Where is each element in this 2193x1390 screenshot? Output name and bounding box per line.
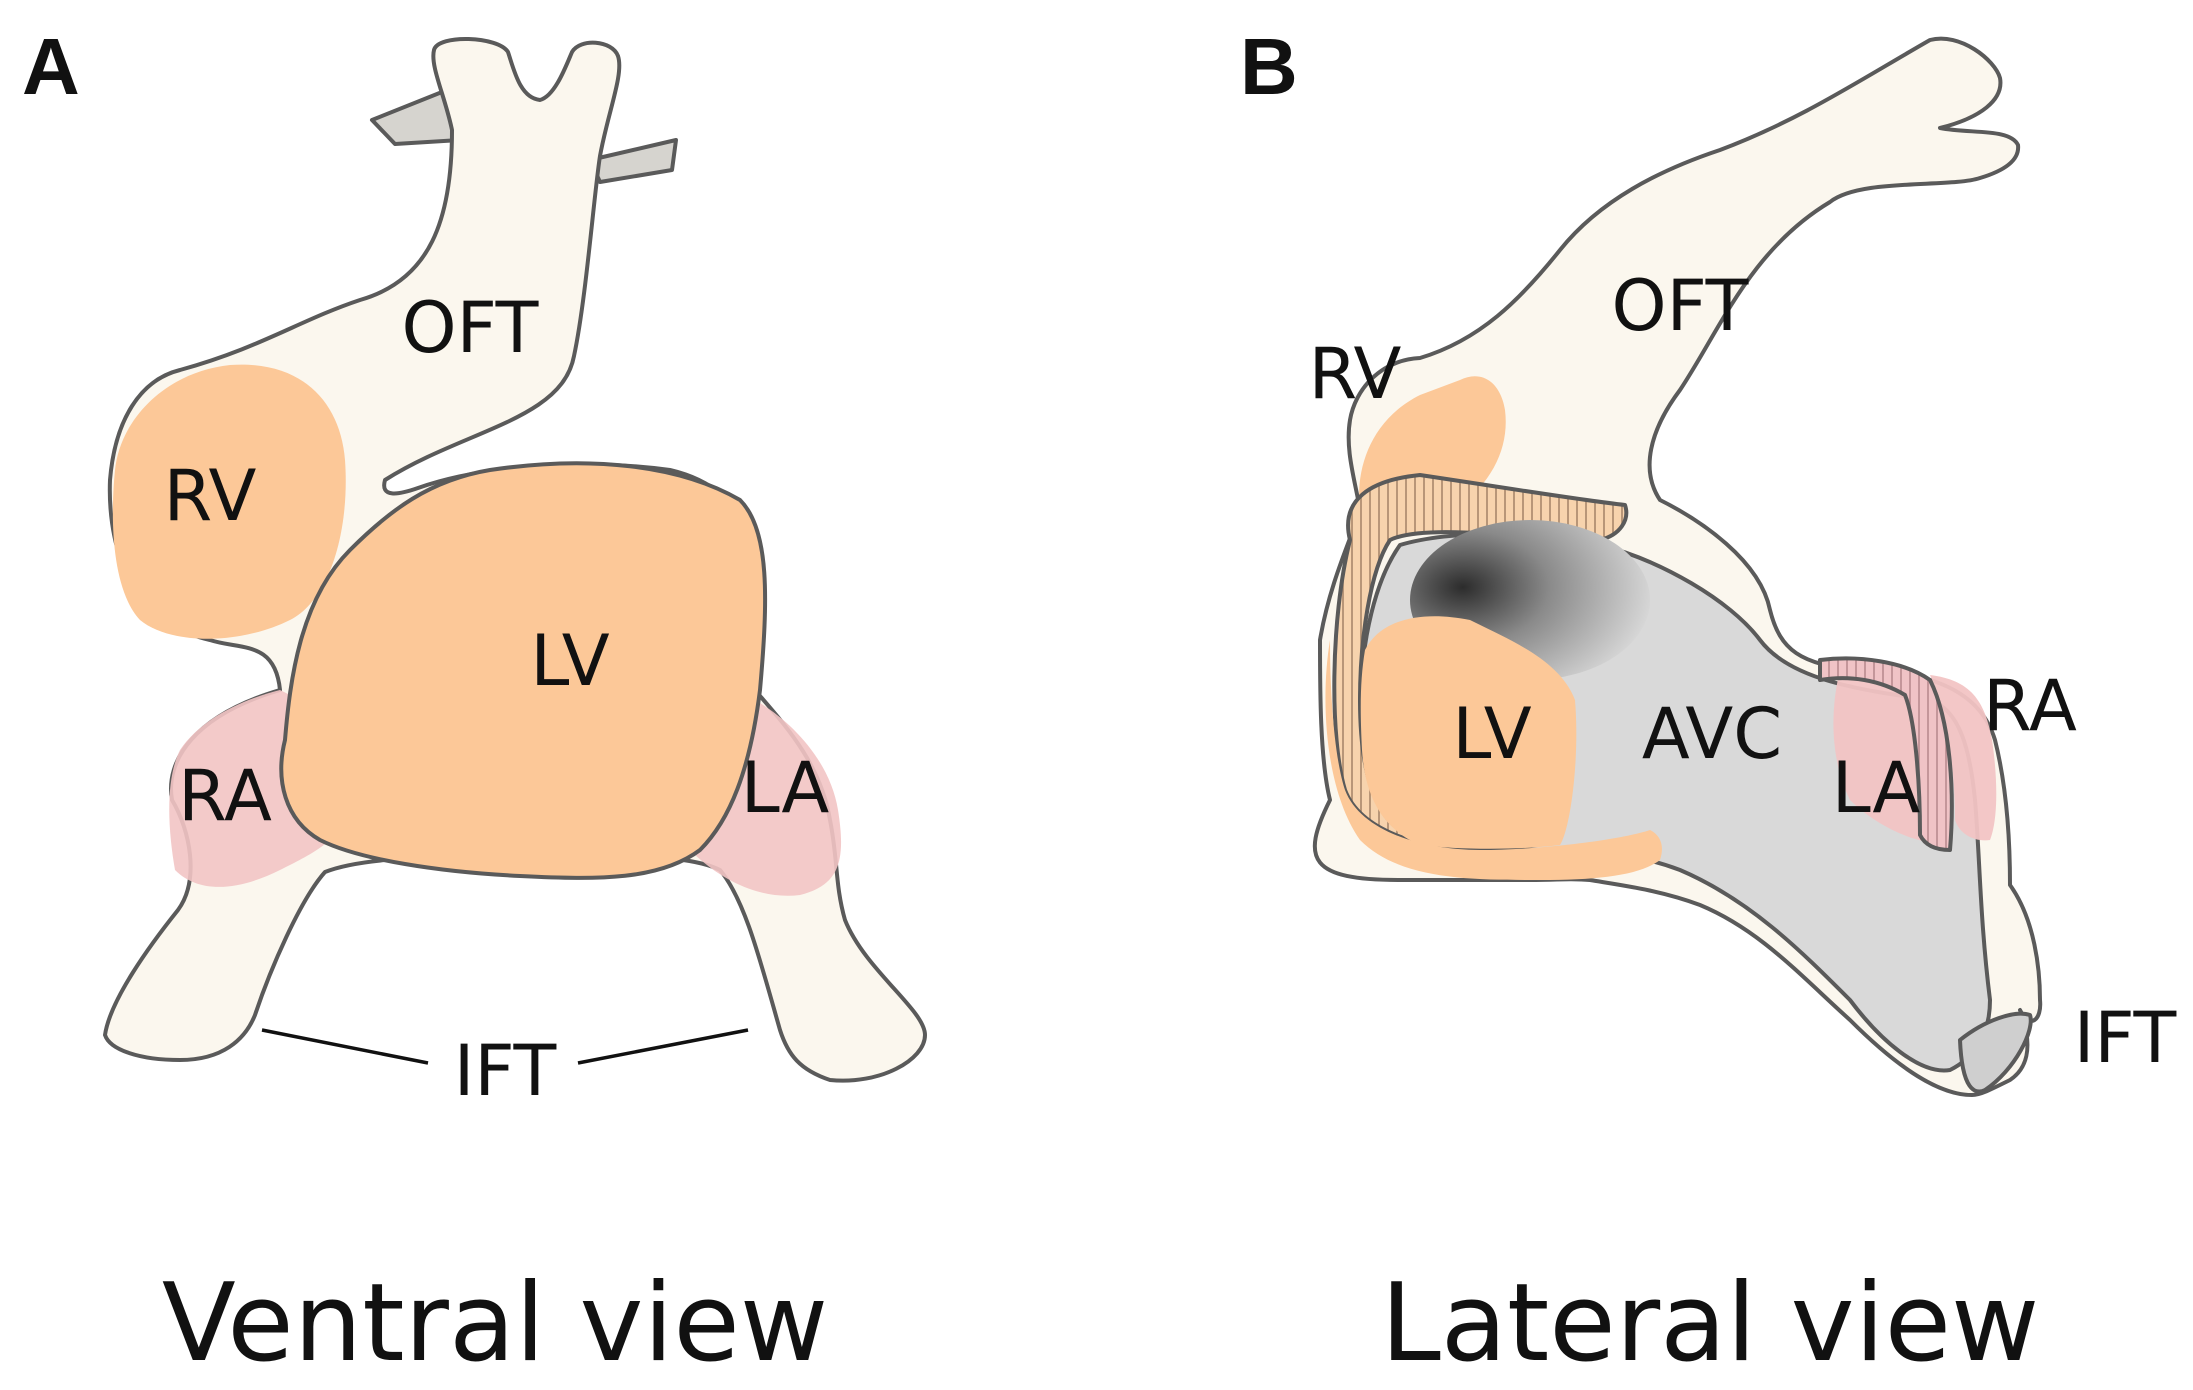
ift-opening [1958, 1011, 2033, 1094]
label-ift-a: IFT [454, 1030, 557, 1112]
label-la-a: LA [741, 747, 830, 829]
panel-b-letter: B [1240, 22, 1298, 111]
label-lv-b: LV [1452, 693, 1531, 775]
label-ra-a: RA [178, 755, 272, 837]
left-ventricle-a [279, 461, 768, 880]
panel-a-letter: A [22, 22, 80, 111]
ift-leader-right [577, 1028, 749, 1065]
left-ventricle-b [1360, 616, 1577, 849]
label-avc-b: AVC [1642, 693, 1782, 775]
caption-b: Lateral view [1381, 1261, 2040, 1386]
label-oft-b: OFT [1612, 265, 1749, 347]
label-oft-a: OFT [402, 287, 539, 369]
left-atrium-a [690, 700, 842, 896]
label-rv-a: RV [164, 455, 257, 537]
atrial-wall-section [1818, 656, 1954, 852]
panel-b: B OFT RV LV AVC LA RA IFT Lateral view [1240, 22, 2176, 1386]
label-ift-b: IFT [2074, 997, 2177, 1079]
ventricle-outer-lower [1325, 640, 1662, 880]
caption-a: Ventral view [162, 1261, 828, 1386]
label-rv-b: RV [1309, 333, 1402, 415]
label-la-b: LA [1832, 747, 1921, 829]
panel-a: A OFT RV LV RA LA IFT Ventral view [22, 22, 927, 1386]
right-atrium-b [1930, 675, 1997, 841]
label-ra-b: RA [1983, 665, 2077, 747]
label-lv-a: LV [530, 620, 609, 702]
ift-leader-left [261, 1028, 429, 1065]
right-ventricle-a [112, 364, 346, 639]
